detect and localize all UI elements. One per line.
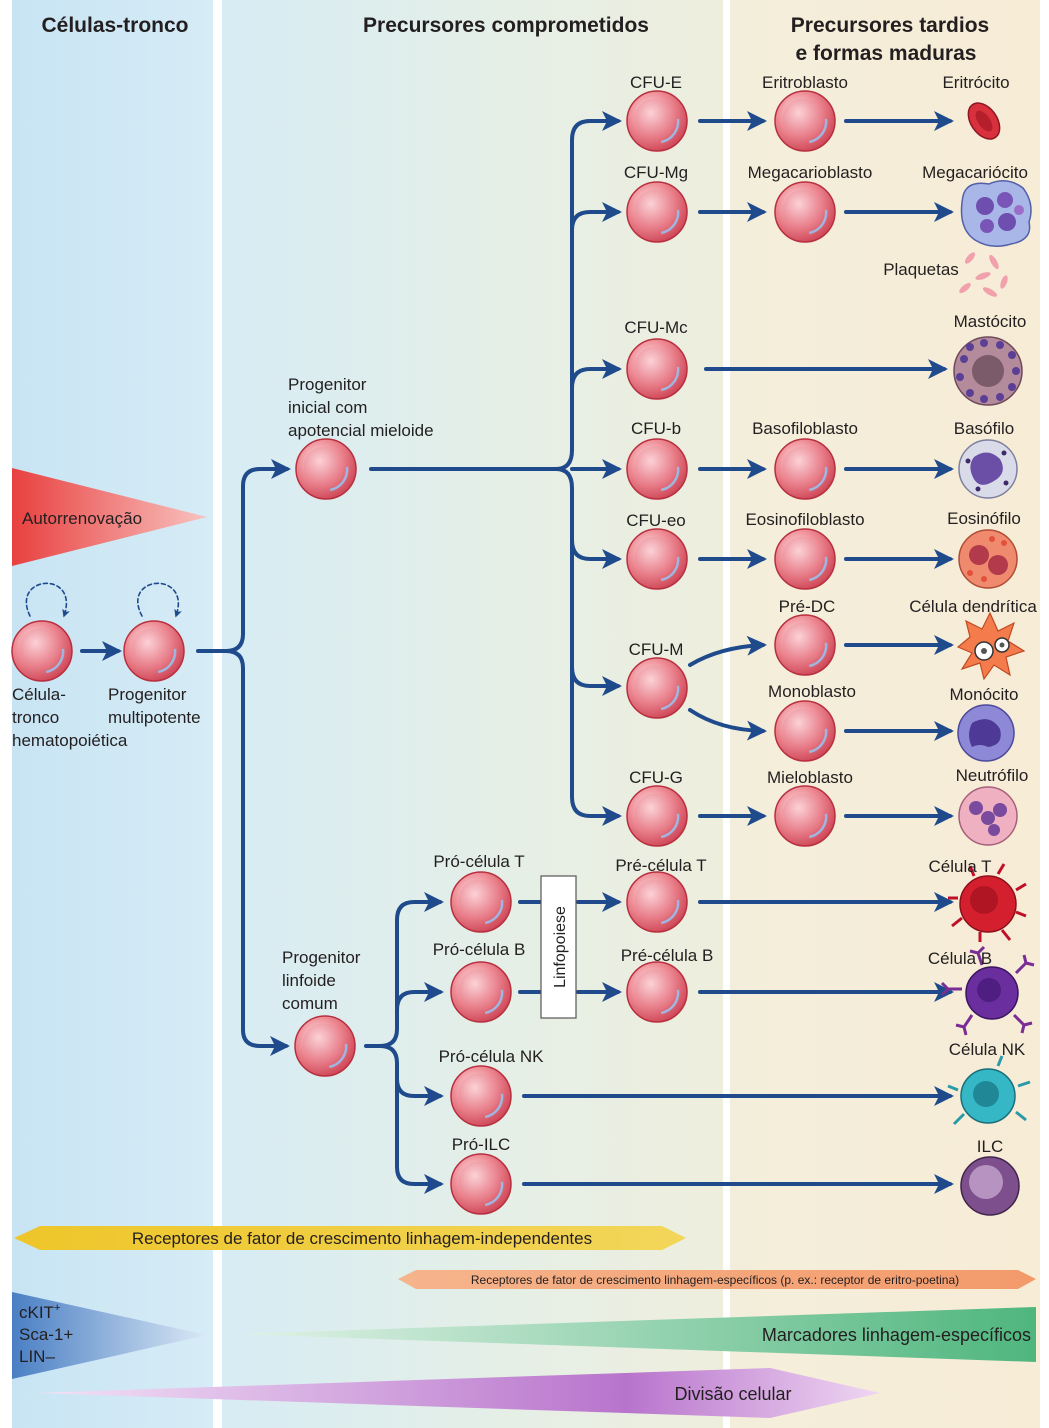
mpp-label-2: multipotente (108, 708, 201, 727)
pre-b-cell (627, 962, 687, 1022)
header-late-line1: Precursores tardios (791, 14, 989, 37)
megakaryoblast-label: Megacarioblasto (748, 163, 873, 182)
erythrocyte-label: Eritrócito (942, 73, 1009, 92)
cell-division-label: Divisão celular (674, 1384, 791, 1404)
cfu-e-label: CFU-E (630, 73, 682, 92)
pro-nk-label: Pró-célula NK (439, 1047, 545, 1066)
pre-dc-label: Pré-DC (779, 597, 836, 616)
hsc-label-3: hematopoiética (12, 731, 128, 750)
header-committed: Precursores comprometidos (363, 14, 649, 37)
cfu-eo-cell (627, 529, 687, 589)
eosinophiloblast-label: Eosinofiloblasto (745, 510, 864, 529)
phenotype-line3: LIN– (19, 1347, 55, 1366)
megakaryocyte-label: Megacariócito (922, 163, 1028, 182)
pro-t-label: Pró-célula T (433, 852, 524, 871)
myeloid-progenitor-label-2: inicial com (288, 398, 367, 417)
hsc-label-1: Célula- (12, 685, 66, 704)
t-cell-label: Célula T (929, 857, 992, 876)
monocyte-icon (958, 705, 1014, 761)
myeloid-progenitor-cell (296, 439, 356, 499)
megakaryocyte-icon (962, 181, 1032, 246)
pro-nk-cell (451, 1066, 511, 1126)
dendritic-cell-label: Célula dendrítica (909, 597, 1037, 616)
mast-cell-label: Mastócito (954, 312, 1027, 331)
nk-cell-label: Célula NK (949, 1040, 1026, 1059)
independent-receptors-label: Receptores de fator de crescimento linha… (132, 1229, 592, 1248)
cfu-mg-cell (627, 182, 687, 242)
ilc-icon (961, 1157, 1019, 1215)
pre-dc-cell (775, 615, 835, 675)
pro-b-label: Pró-célula B (433, 940, 526, 959)
basophil-icon (959, 440, 1017, 498)
lymphoid-progenitor-cell (295, 1016, 355, 1076)
myeloid-progenitor-label-3: apotencial mieloide (288, 421, 434, 440)
myeloblast-label: Mieloblasto (767, 768, 853, 787)
lymphoid-progenitor-label-1: Progenitor (282, 948, 361, 967)
pre-t-label: Pré-célula T (615, 856, 706, 875)
hsc-label-2: tronco (12, 708, 59, 727)
cfu-mg-label: CFU-Mg (624, 163, 688, 182)
eosinophil-label: Eosinófilo (947, 509, 1021, 528)
header-late-line2: e formas maduras (796, 42, 977, 65)
self-renewal-label: Autorrenovação (22, 509, 142, 528)
lymphoid-progenitor-label-2: linfoide (282, 971, 336, 990)
cfu-g-label: CFU-G (629, 768, 683, 787)
b-cell-label: Célula B (928, 949, 992, 968)
megakaryoblast-cell (775, 182, 835, 242)
pro-ilc-cell (451, 1154, 511, 1214)
pro-ilc-label: Pró-ILC (452, 1135, 511, 1154)
cfu-m-cell (627, 658, 687, 718)
header-stem-cells: Células-tronco (41, 14, 188, 37)
monoblast-label: Monoblasto (768, 682, 856, 701)
lineage-markers-label: Marcadores linhagem-específicos (762, 1325, 1031, 1345)
erythroblast-label: Eritroblasto (762, 73, 848, 92)
pro-t-cell (451, 872, 511, 932)
mpp-cell (124, 621, 184, 681)
hsc-cell (12, 621, 72, 681)
myeloid-progenitor-label-1: Progenitor (288, 375, 367, 394)
lymphoid-progenitor-label-3: comum (282, 994, 338, 1013)
cfu-eo-label: CFU-eo (626, 511, 686, 530)
eosinophiloblast-cell (775, 529, 835, 589)
basophiloblast-cell (775, 439, 835, 499)
basophil-label: Basófilo (954, 419, 1014, 438)
mast-cell-icon (954, 337, 1022, 405)
monocyte-label: Monócito (950, 685, 1019, 704)
cfu-b-cell (627, 439, 687, 499)
pro-b-cell (451, 962, 511, 1022)
phenotype-line2: Sca-1+ (19, 1325, 73, 1344)
lymphopoiesis-label: Linfopoiese (552, 906, 569, 988)
platelets-label: Plaquetas (883, 260, 959, 279)
cfu-e-cell (627, 91, 687, 151)
monoblast-cell (775, 701, 835, 761)
neutrophil-icon (959, 787, 1017, 845)
pre-b-label: Pré-célula B (621, 946, 714, 965)
cfu-m-label: CFU-M (629, 640, 684, 659)
neutrophil-label: Neutrófilo (956, 766, 1029, 785)
erythroblast-cell (775, 91, 835, 151)
eosinophil-icon (959, 530, 1017, 588)
cfu-mc-label: CFU-Mc (624, 318, 688, 337)
cfu-b-label: CFU-b (631, 419, 681, 438)
cfu-mc-cell (627, 339, 687, 399)
mpp-label-1: Progenitor (108, 685, 187, 704)
specific-receptors-label: Receptores de fator de crescimento linha… (471, 1273, 959, 1287)
pre-t-cell (627, 872, 687, 932)
basophiloblast-label: Basofiloblasto (752, 419, 858, 438)
myeloblast-cell (775, 786, 835, 846)
cfu-g-cell (627, 786, 687, 846)
ilc-label: ILC (977, 1137, 1003, 1156)
